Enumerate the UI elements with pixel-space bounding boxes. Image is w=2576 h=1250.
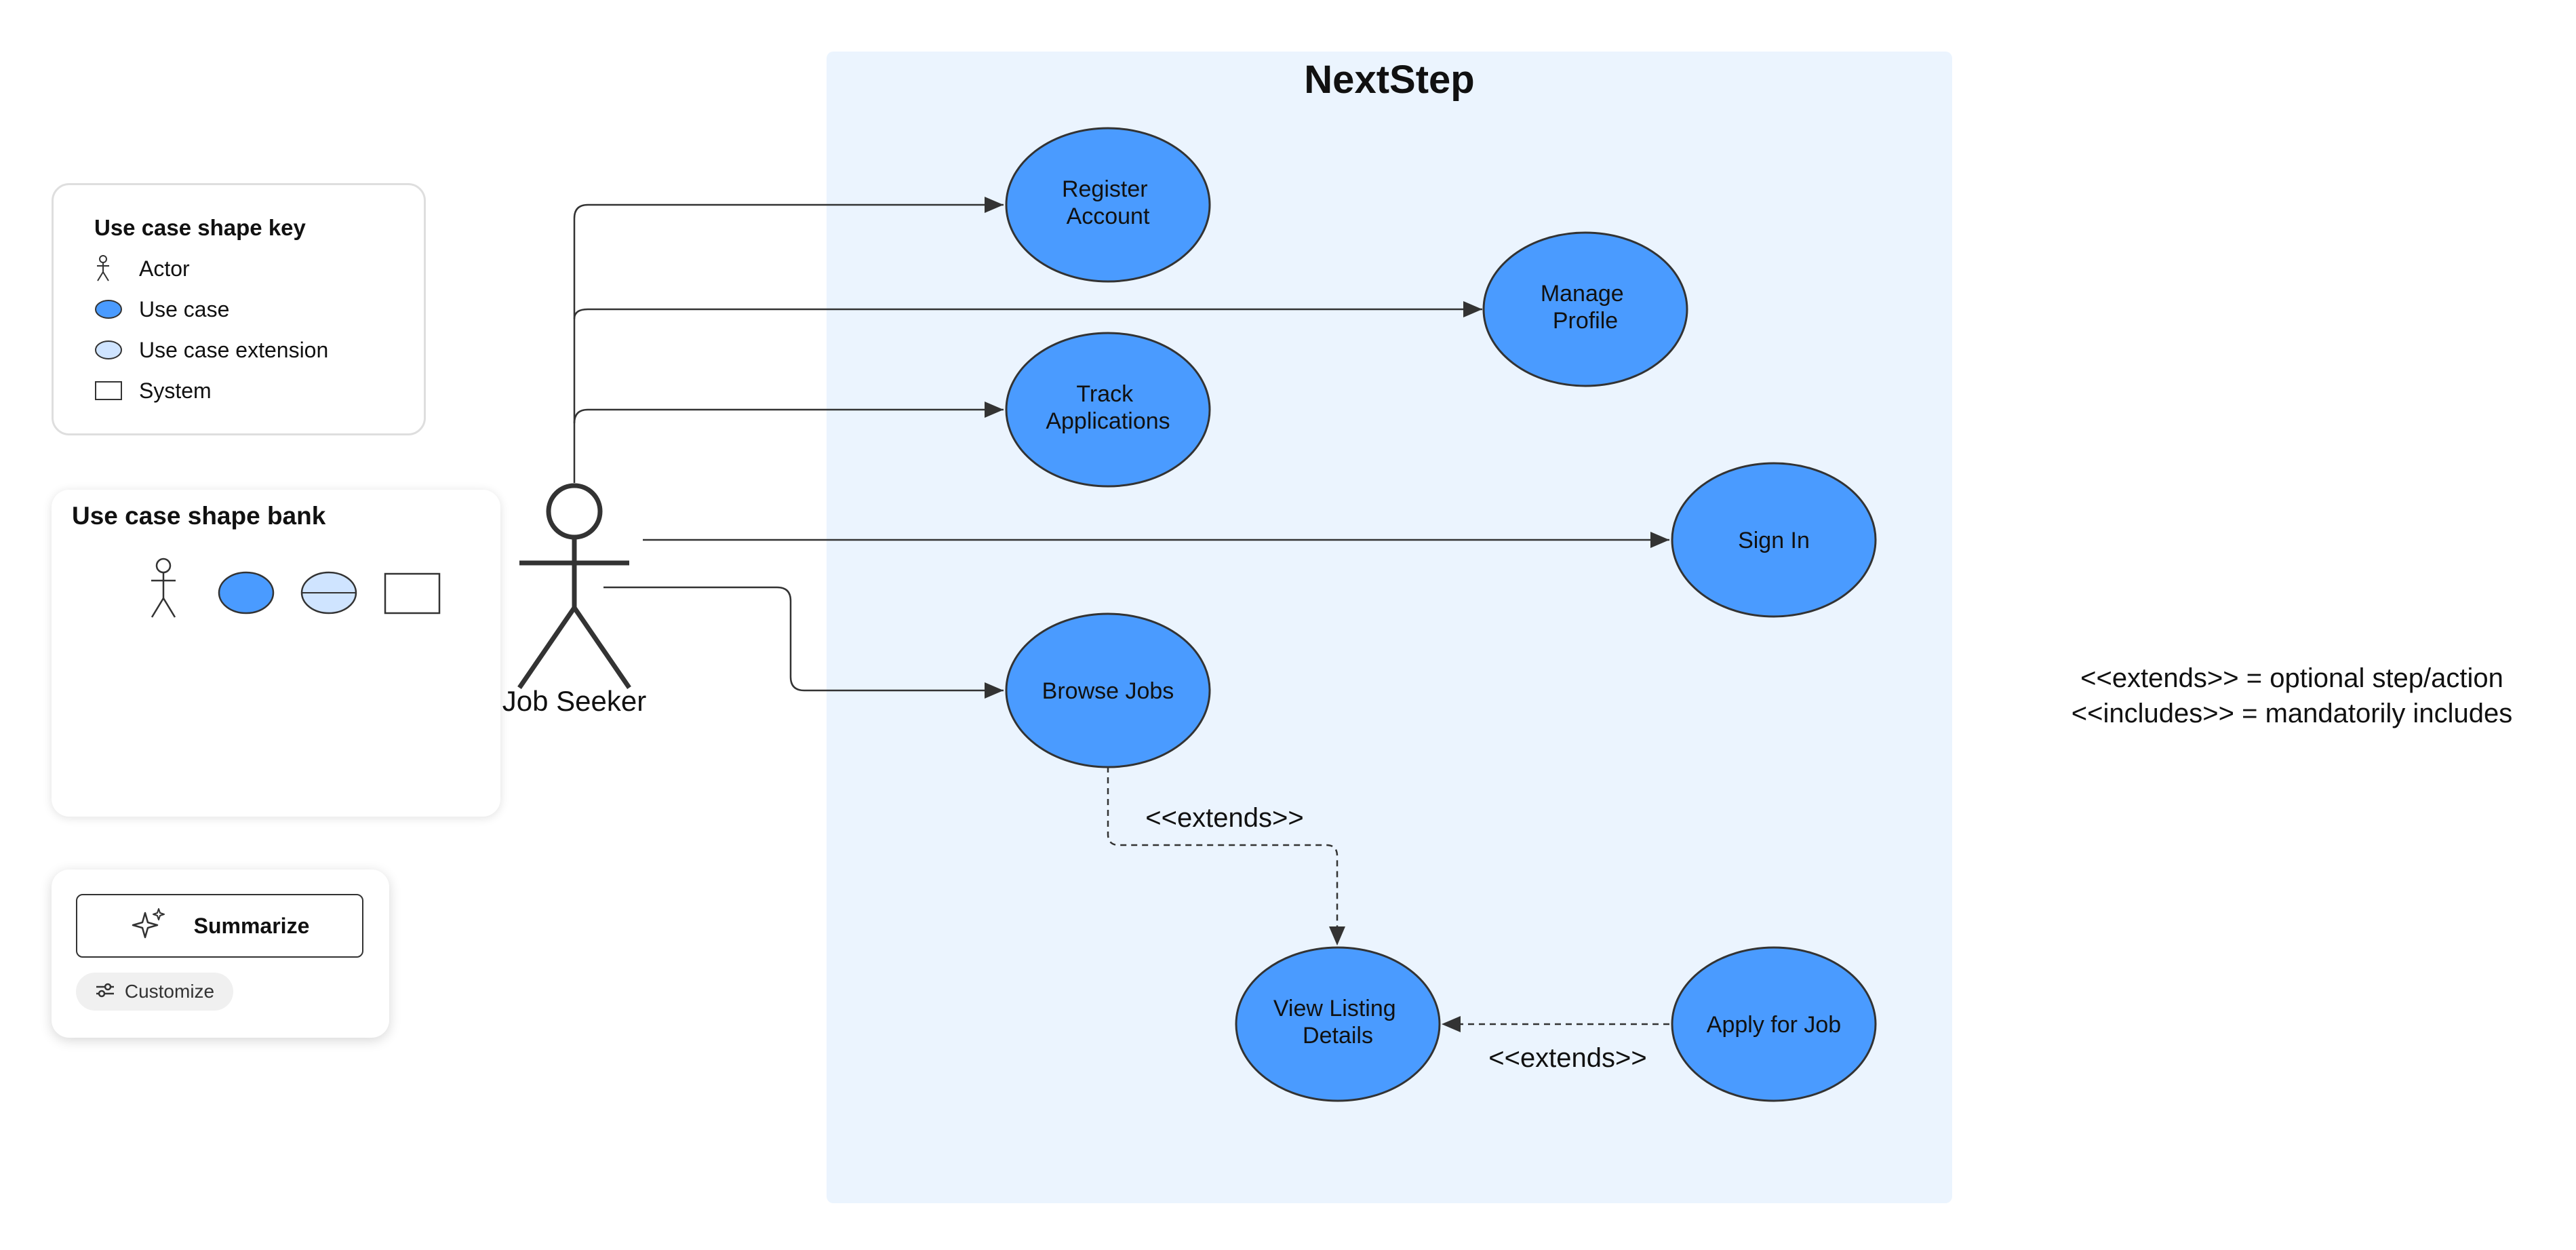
use-case-label: Manage [1541,281,1624,307]
extends-label-apply: <<extends>> [1488,1043,1647,1073]
use-case-view-listing-details[interactable]: View Listing Details [1235,946,1441,1102]
actor-icon [94,255,124,282]
use-case-label: Details [1303,1023,1373,1049]
shape-key-title: Use case shape key [94,215,306,240]
shape-key-item-actor: Actor [94,255,190,282]
use-case-manage-profile[interactable]: Manage Profile [1482,231,1688,387]
sliders-icon [95,981,115,1002]
shape-key-label: Actor [139,256,190,281]
connector-register-account[interactable] [573,197,1004,483]
use-case-track-applications[interactable]: Track Applications [1005,332,1211,488]
shape-bank-panel: Use case shape bank [52,490,500,817]
legend-note-includes: <<includes>> = mandatorily includes [2071,699,2513,728]
summarize-button[interactable]: Summarize [76,894,363,958]
shape-key-label: Use case [139,296,230,321]
svg-text:View Listing Details: View Listing Details [1273,996,1402,1049]
use-case-label: Account [1067,203,1150,229]
actor-job-seeker[interactable] [517,483,631,689]
use-case-label: Apply for Job [1707,1012,1841,1038]
use-case-browse-jobs[interactable]: Browse Jobs [1005,612,1211,768]
legend-note: <<extends>> = optional step/action <<inc… [2034,661,2550,731]
shape-key-item-use-case: Use case [94,296,229,323]
use-case-label: View Listing [1273,996,1396,1021]
bank-actor-icon[interactable] [151,558,176,618]
shape-key-item-use-case-extension: Use case extension [94,336,328,364]
system-title: NextStep [1304,58,1474,102]
svg-text:Register Account: Register Account [1062,176,1154,229]
use-case-label: Register [1062,176,1148,202]
shape-key-label: Use case extension [139,337,329,362]
shape-key-item-system: System [94,377,212,404]
extends-browse-to-view[interactable] [1107,766,1345,945]
summarize-label: Summarize [193,913,310,938]
svg-text:Track Applications: Track Applications [1046,381,1170,434]
shape-key-panel: Use case shape key Actor Use case [52,183,426,435]
shape-key-label: System [139,378,212,403]
use-case-label: Profile [1553,308,1618,334]
use-case-label: Applications [1046,408,1170,434]
use-case-register-account[interactable]: Register Account [1005,127,1211,283]
bank-use-case-extension-icon[interactable] [300,571,357,614]
shape-bank-title: Use case shape bank [72,502,326,530]
use-case-label: Track [1076,381,1134,407]
use-case-extension-icon [94,336,124,364]
use-case-label: Browse Jobs [1042,678,1174,704]
connector-track-applications[interactable] [573,402,1004,424]
actor-head [546,483,603,540]
legend-note-extends: <<extends>> = optional step/action [2080,663,2503,693]
use-case-sign-in[interactable]: Sign In [1671,462,1877,618]
connector-browse-jobs[interactable] [603,586,1004,699]
summarize-panel: Summarize Customize [52,870,389,1038]
customize-button[interactable]: Customize [76,973,233,1011]
use-case-label: Sign In [1738,528,1810,553]
actor-label: Job Seeker [502,685,646,717]
svg-text:Manage Profile: Manage Profile [1541,281,1630,334]
system-icon [94,377,124,404]
bank-system-icon[interactable] [384,572,441,614]
shape-bank-shapes [92,558,445,632]
use-case-icon [94,296,124,323]
customize-label: Customize [124,981,215,1002]
bank-use-case-icon[interactable] [218,571,275,614]
connectors [573,197,1669,1032]
sparkle-icon [130,906,167,946]
extends-label-browse: <<extends>> [1145,803,1304,833]
use-case-apply-for-job[interactable]: Apply for Job [1671,946,1877,1102]
connector-manage-profile[interactable] [573,301,1482,319]
